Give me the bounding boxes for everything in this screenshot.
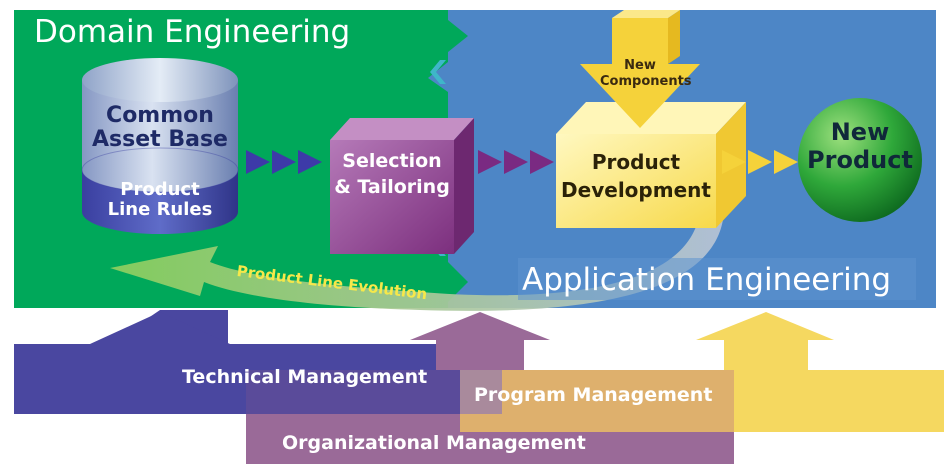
new-components-line2: Components xyxy=(600,74,692,89)
selection-cube xyxy=(330,118,474,254)
program-management-label: Program Management xyxy=(474,384,713,406)
asset-base-label: Common Asset Base xyxy=(92,104,228,152)
product-development-line2: Development xyxy=(561,178,711,202)
asset-base-label-line1: Common xyxy=(106,103,214,128)
selection-label: Selection & Tailoring xyxy=(330,148,454,200)
new-product-line1: New xyxy=(830,118,890,146)
new-product-label: New Product xyxy=(800,118,920,174)
application-engineering-title: Application Engineering xyxy=(522,262,892,298)
asset-base-label-line2: Asset Base xyxy=(92,127,228,152)
rules-line1: Product xyxy=(120,179,200,200)
boundary-chevron-top xyxy=(430,60,446,84)
new-components-line1: New xyxy=(624,58,656,73)
flow-arrows-2 xyxy=(478,150,554,174)
domain-engineering-title: Domain Engineering xyxy=(34,14,351,50)
selection-line2: & Tailoring xyxy=(334,176,450,198)
product-development-label: Product Development xyxy=(556,148,716,204)
new-components-arrow xyxy=(580,10,700,128)
new-components-label: New Components xyxy=(600,58,692,90)
asset-base-cylinder xyxy=(81,58,239,234)
organizational-management-label: Organizational Management xyxy=(282,432,586,454)
flow-arrows-3 xyxy=(722,150,798,174)
technical-management-label: Technical Management xyxy=(182,366,428,388)
new-product-sphere xyxy=(798,98,922,222)
product-development-line1: Product xyxy=(591,150,681,174)
rules-line2: Line Rules xyxy=(107,199,213,220)
product-development-cube xyxy=(556,102,746,228)
product-line-rules-label: Product Line Rules xyxy=(96,180,224,220)
program-management-arrow xyxy=(460,312,944,432)
flow-arrows-1 xyxy=(246,150,322,174)
application-title-box xyxy=(518,258,916,300)
new-product-line2: Product xyxy=(807,146,913,174)
evolution-arrow xyxy=(110,210,724,311)
selection-line1: Selection xyxy=(342,150,442,172)
